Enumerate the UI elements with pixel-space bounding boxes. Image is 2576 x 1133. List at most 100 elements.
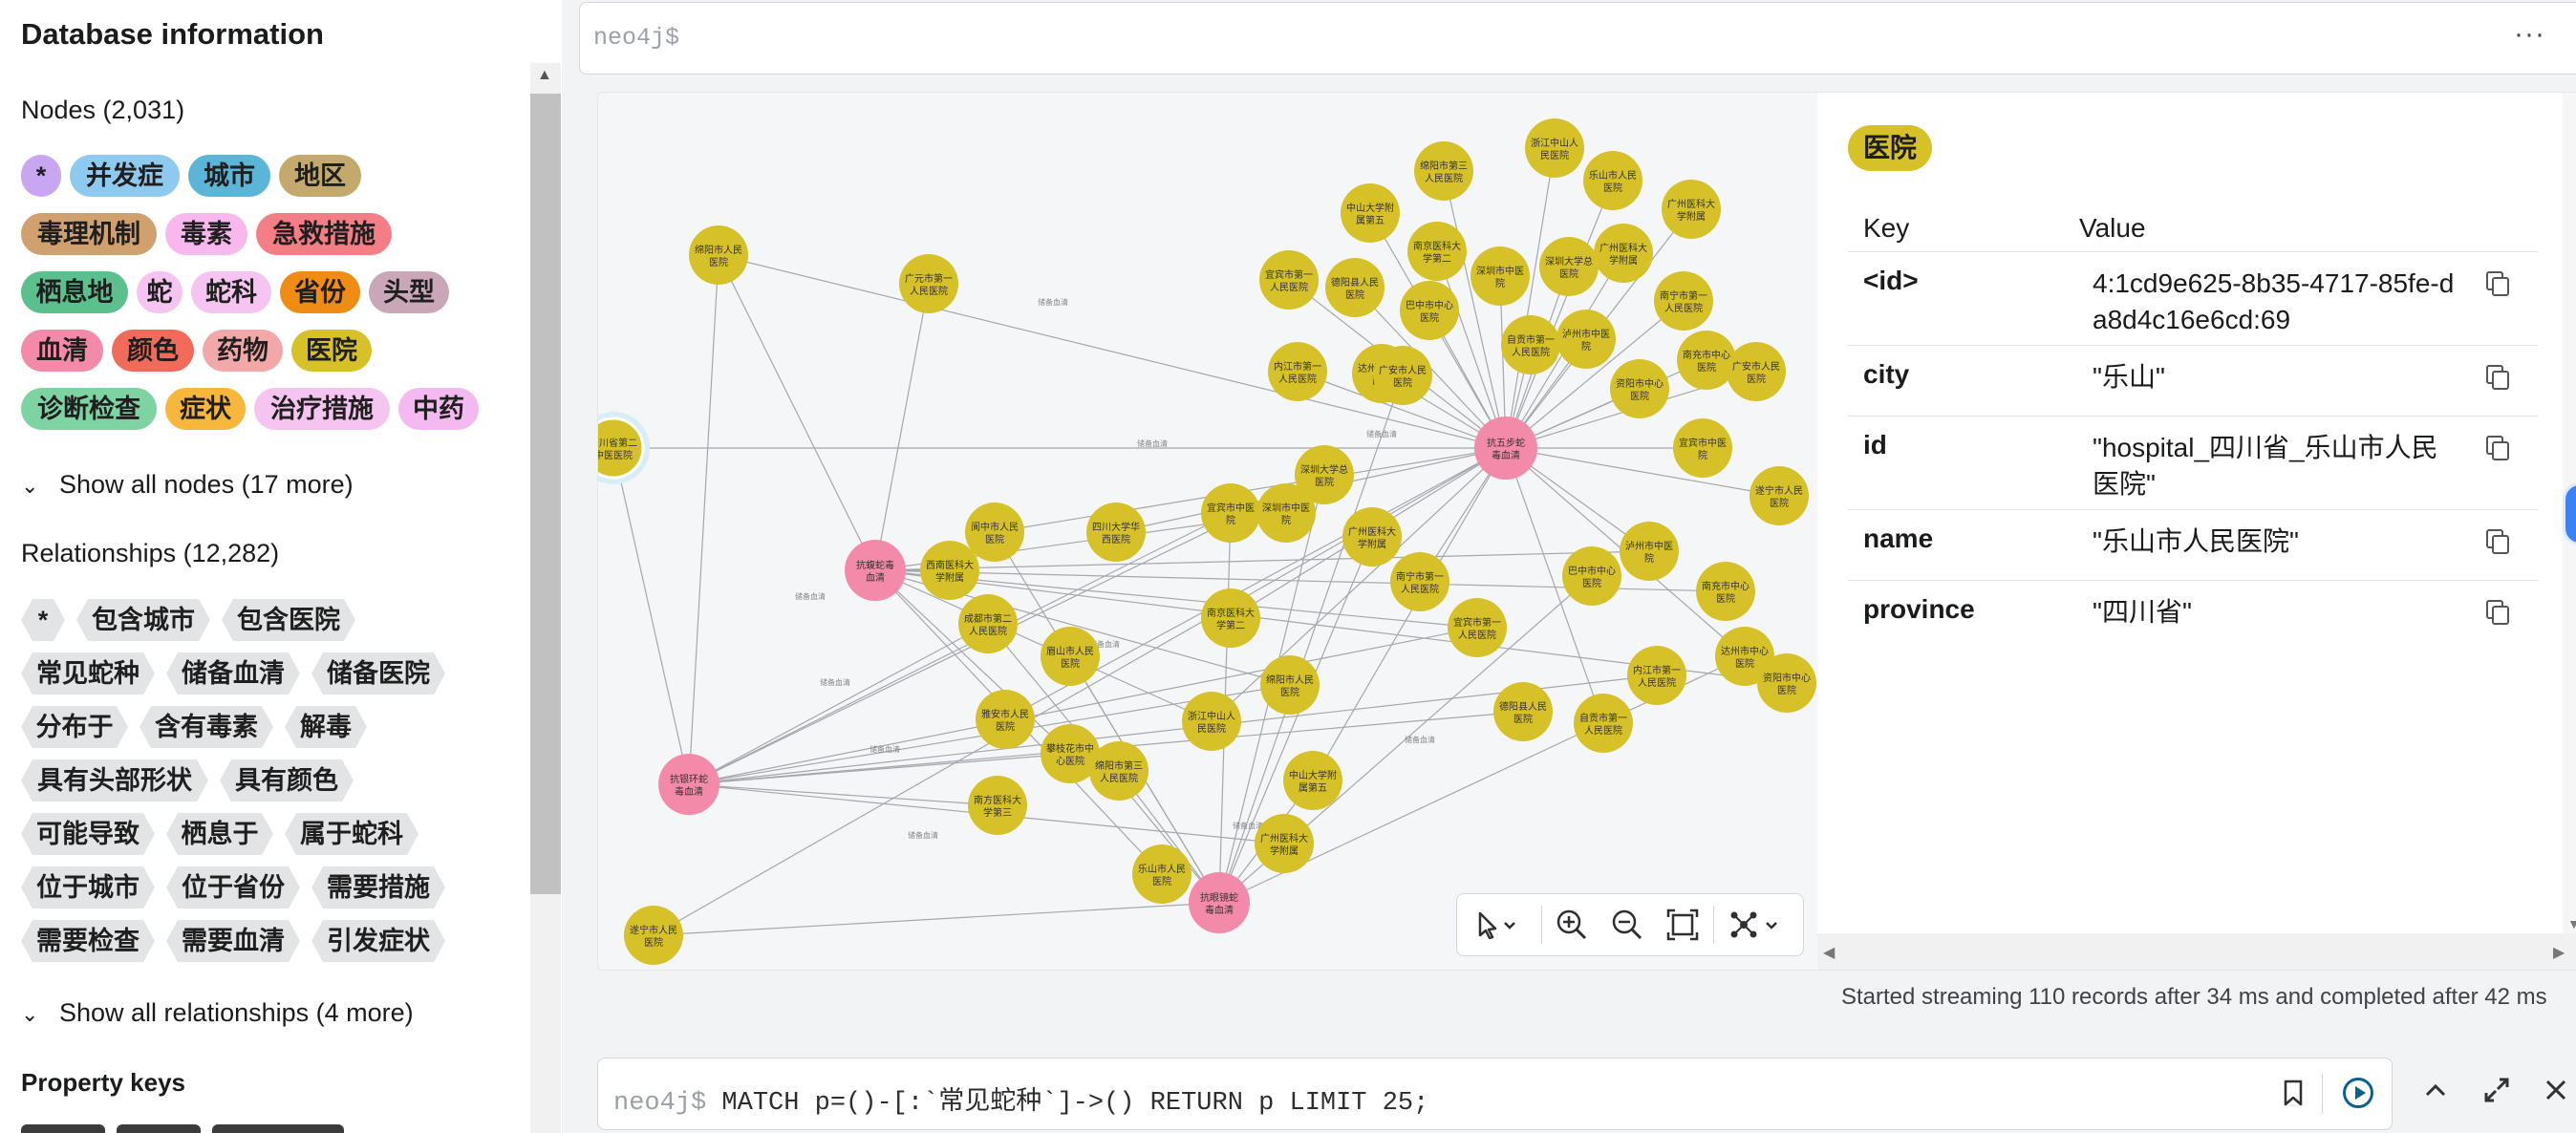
node-caption[interactable]: 遂宁市人民 [1755, 484, 1803, 497]
node-caption[interactable]: 攀枝花市中 [1046, 742, 1094, 755]
hospital-node-circle[interactable] [1610, 359, 1669, 418]
graph-canvas[interactable]: 储备血清储备血清储备血清储备血清储备血清储备血清储备血清储备血清储备血清储备血清… [598, 93, 1817, 970]
scroll-up-arrow-icon[interactable]: ▲ [537, 67, 552, 83]
node-caption[interactable]: 乐山市人民 [1138, 863, 1186, 875]
relationship-type-chip[interactable]: 栖息于 [166, 813, 273, 855]
hospital-node-circle[interactable] [1757, 653, 1816, 713]
node-caption[interactable]: 绵阳市第三 [1420, 160, 1468, 172]
node-caption[interactable]: 医院 [1747, 373, 1766, 385]
node-label-chip[interactable]: 诊断检查 [21, 388, 157, 430]
node-caption[interactable]: 南方医科大 [974, 794, 1021, 806]
node-caption[interactable]: 巴中市中心 [1406, 299, 1453, 311]
node-caption[interactable]: 达州市中心 [1721, 645, 1769, 657]
node-caption[interactable]: 学附属 [935, 571, 964, 584]
node-caption[interactable]: 院 [1495, 277, 1505, 289]
node-caption[interactable]: 人民医院 [1425, 172, 1463, 184]
hospital-node-circle[interactable] [1283, 751, 1342, 810]
property-key-chip[interactable] [21, 1124, 105, 1133]
node-caption[interactable]: 抗五步蛇 [1487, 437, 1525, 449]
node-caption[interactable]: 学第三 [983, 806, 1012, 819]
hospital-node-circle[interactable] [1750, 466, 1809, 525]
serum-node-circle[interactable] [845, 540, 906, 601]
node-label-chip[interactable]: 药物 [203, 330, 283, 372]
node-caption[interactable]: 医院 [1559, 267, 1578, 280]
node-caption[interactable]: 绵阳市第三 [1095, 759, 1143, 772]
node-caption[interactable]: 成都市第二 [964, 612, 1012, 625]
node-caption[interactable]: 四川大学华 [1092, 521, 1140, 533]
hospital-node-circle[interactable] [1620, 522, 1679, 581]
node-caption[interactable]: 学第二 [1216, 619, 1245, 631]
node-caption[interactable]: 内江市第一 [1274, 360, 1321, 373]
node-caption[interactable]: 深圳大学总 [1300, 463, 1348, 476]
node-caption[interactable]: 抗眼镜蛇 [1200, 891, 1238, 904]
node-caption[interactable]: 医院 [1152, 875, 1171, 887]
hospital-node-circle[interactable] [1089, 741, 1148, 801]
query-text[interactable]: neo4j$ MATCH p=()-[:`常见蛇种`]->() RETURN p… [613, 1080, 1428, 1118]
hospital-node-circle[interactable] [598, 417, 645, 480]
node-caption[interactable]: 院 [1644, 552, 1654, 565]
hospital-node-circle[interactable] [1400, 281, 1459, 340]
node-label-chip[interactable]: 医院 [291, 330, 372, 372]
hospital-node-circle[interactable] [965, 502, 1024, 562]
relationship-type-chip[interactable]: 可能导致 [21, 813, 155, 855]
hospital-node-circle[interactable] [624, 906, 683, 965]
hospital-node-circle[interactable] [1539, 237, 1599, 296]
close-icon[interactable] [2542, 1074, 2570, 1115]
node-caption[interactable]: 医院 [996, 720, 1015, 733]
node-caption[interactable]: 南充市中心 [1683, 349, 1730, 361]
node-caption[interactable]: 人民医院 [969, 625, 1007, 637]
node-caption[interactable]: 自贡市第一 [1507, 333, 1555, 346]
relationship-type-chip[interactable]: 分布于 [21, 706, 128, 748]
node-caption[interactable]: 医院 [1716, 592, 1735, 605]
node-caption[interactable]: 人民医院 [1100, 772, 1138, 784]
relationship-type-chip[interactable]: 位于省份 [166, 866, 300, 909]
node-caption[interactable]: 深圳市中医 [1476, 265, 1524, 277]
hospital-node-circle[interactable] [1627, 646, 1686, 705]
hospital-node-circle[interactable] [1715, 627, 1774, 686]
hospital-node-circle[interactable] [1342, 507, 1402, 566]
node-caption[interactable]: 人民医院 [1458, 629, 1496, 641]
relationship-type-chip[interactable]: 属于蛇科 [285, 813, 419, 855]
layout-icon[interactable] [1723, 904, 1793, 946]
drawer-toggle-icon[interactable] [2563, 482, 2576, 545]
node-caption[interactable]: 绵阳市人民 [1266, 673, 1314, 686]
node-label-chip[interactable]: 蛇科 [191, 271, 271, 313]
node-caption[interactable]: 属第五 [1299, 781, 1327, 794]
node-caption[interactable]: 广州医科大 [1667, 198, 1715, 210]
bottom-query-editor[interactable]: neo4j$ MATCH p=()-[:`常见蛇种`]->() RETURN p… [597, 1058, 2393, 1130]
relationship-type-chip[interactable]: 具有头部形状 [21, 759, 208, 802]
node-caption[interactable]: 西南医科大 [926, 559, 974, 571]
node-label-chip[interactable]: 栖息地 [21, 271, 128, 313]
relationship-type-chip[interactable]: 储备医院 [311, 652, 445, 695]
node-caption[interactable]: 医院 [1735, 657, 1754, 670]
sidebar-scrollbar-thumb[interactable] [530, 94, 561, 894]
node-caption[interactable]: 人民医院 [1401, 583, 1439, 595]
hospital-node-circle[interactable] [1562, 546, 1621, 606]
hospital-node-circle[interactable] [1448, 598, 1507, 657]
zoom-out-icon[interactable] [1606, 904, 1648, 946]
fullscreen-icon[interactable] [2480, 1074, 2513, 1115]
node-caption[interactable]: 人民医院 [1270, 281, 1308, 293]
node-label-chip[interactable]: 并发症 [70, 155, 180, 197]
